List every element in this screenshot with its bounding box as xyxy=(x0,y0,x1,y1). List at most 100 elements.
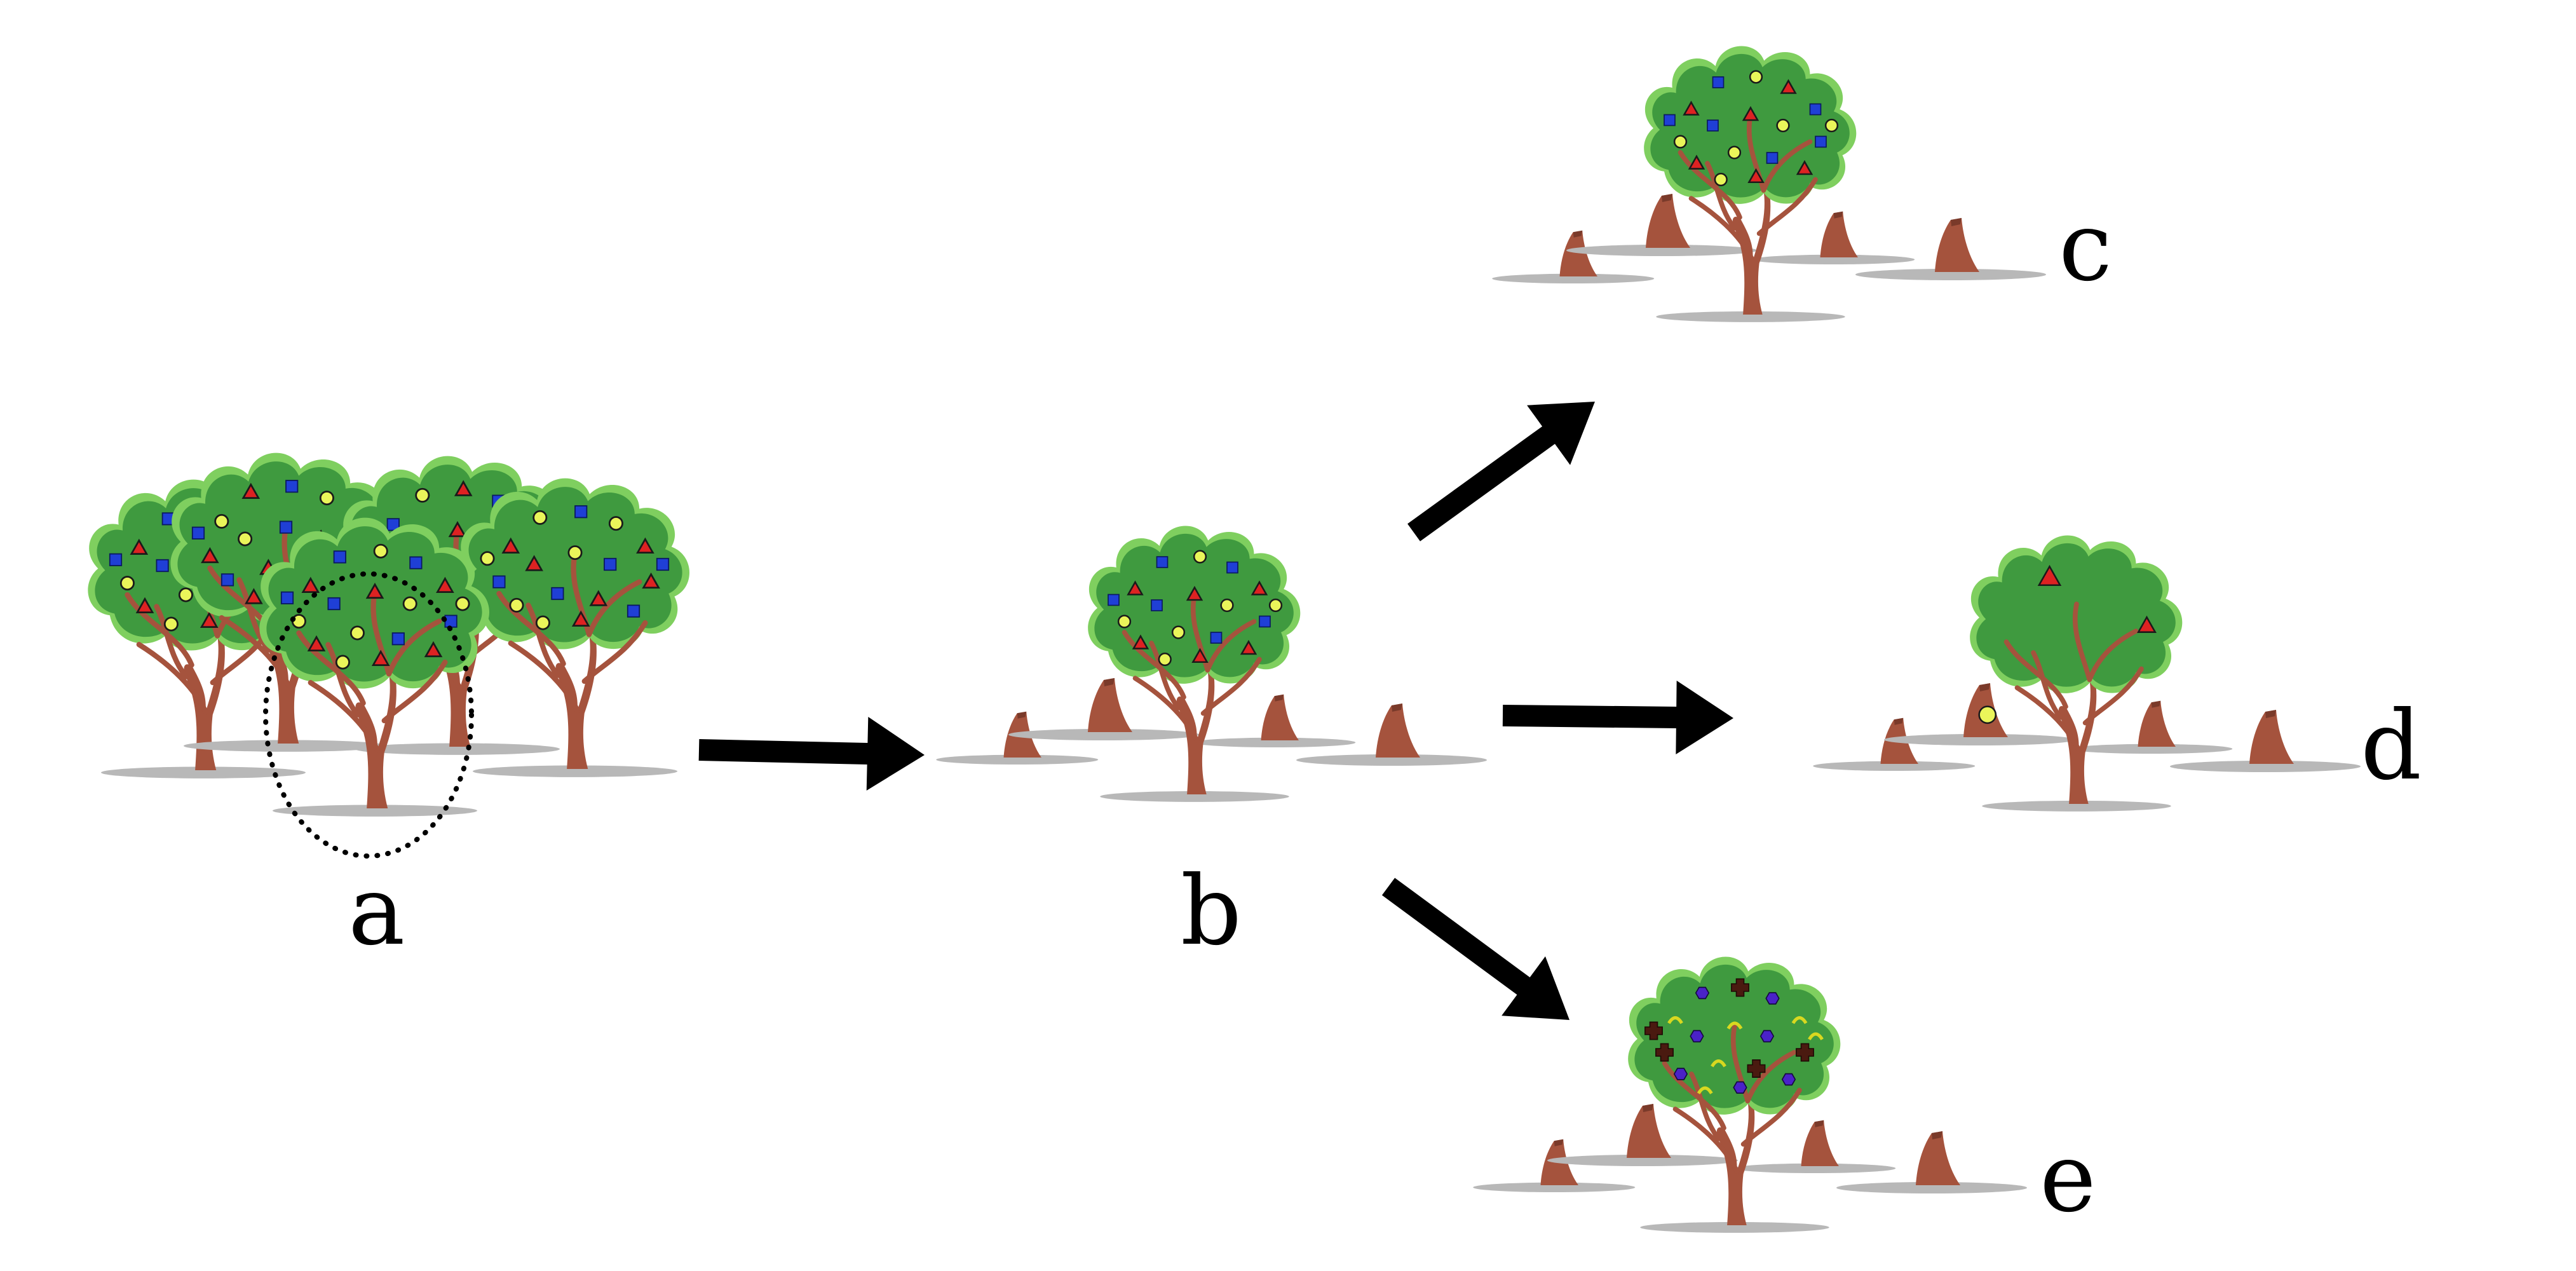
tree-stump-icon xyxy=(1884,683,2075,745)
circle-marker xyxy=(214,513,229,529)
arrow-b-to-c xyxy=(1407,402,1595,541)
ground-shadow xyxy=(1813,761,1976,771)
triangle-marker xyxy=(371,649,390,666)
square-marker xyxy=(492,575,506,588)
circle-marker xyxy=(1220,598,1234,613)
square-marker xyxy=(1259,615,1271,628)
ground-shadow xyxy=(1836,1182,2027,1193)
panel-label-b: b xyxy=(1181,856,1242,967)
triangle-marker xyxy=(2037,564,2062,587)
ground-shadow xyxy=(1566,245,1757,256)
circle-marker xyxy=(535,615,550,630)
square-marker xyxy=(191,526,205,540)
panel-label-d: d xyxy=(2361,691,2422,801)
triangle-marker xyxy=(365,582,384,599)
arrow-b-to-e xyxy=(1381,878,1569,1020)
panel-label-a: a xyxy=(348,856,405,967)
triangle-marker xyxy=(200,611,219,628)
circle-marker xyxy=(1158,652,1172,667)
circle-marker xyxy=(1117,615,1132,629)
ground-shadow xyxy=(1656,311,1845,322)
tree-stump-icon xyxy=(936,711,1099,765)
circle-marker xyxy=(349,625,365,641)
tree-stump-icon xyxy=(1813,717,1976,771)
triangle-marker xyxy=(589,590,608,606)
square-marker xyxy=(1815,135,1827,148)
ground-shadow xyxy=(1492,273,1655,284)
circle-marker xyxy=(1714,172,1728,187)
triangle-marker xyxy=(571,610,590,627)
square-marker xyxy=(551,587,564,601)
arrow-a-to-b xyxy=(698,716,925,791)
triangle-marker xyxy=(245,588,263,604)
triangle-marker xyxy=(642,572,660,589)
arrow-b-to-d xyxy=(1502,681,1733,755)
arc-marker xyxy=(1711,1059,1726,1068)
ground-shadow xyxy=(1193,737,1356,748)
panel-label-e: e xyxy=(2040,1123,2096,1234)
ground-shadow xyxy=(1640,1221,1829,1233)
arc-marker xyxy=(1667,1016,1683,1024)
hexagon-marker xyxy=(1695,986,1710,1000)
tree-stump-icon xyxy=(1008,678,1199,740)
ground-shadow xyxy=(1547,1155,1738,1166)
triangle-marker xyxy=(301,576,320,593)
ground-shadow xyxy=(1855,269,2046,280)
circle-marker xyxy=(178,587,193,602)
circle-marker xyxy=(1171,625,1186,639)
circle-marker xyxy=(319,491,334,506)
square-marker xyxy=(391,632,405,646)
cross-marker xyxy=(1644,1021,1663,1040)
square-marker xyxy=(1108,594,1120,606)
square-marker xyxy=(1156,556,1169,568)
triangle-marker xyxy=(1796,160,1813,175)
square-marker xyxy=(1712,76,1725,88)
triangle-marker xyxy=(2137,615,2157,633)
triangle-marker xyxy=(636,537,654,554)
circle-marker xyxy=(163,616,179,632)
panel-label-c: c xyxy=(2059,192,2112,302)
circle-marker xyxy=(509,597,524,613)
square-marker xyxy=(220,573,234,587)
arc-marker xyxy=(1697,1086,1713,1095)
tree-stump-icon xyxy=(1733,1120,1896,1174)
triangle-marker xyxy=(436,576,454,593)
square-marker xyxy=(409,556,423,569)
square-marker xyxy=(1707,119,1719,132)
arc-marker xyxy=(1808,1032,1824,1041)
arc-marker xyxy=(1791,1016,1808,1024)
square-marker xyxy=(333,550,346,564)
ground-shadow xyxy=(1008,729,1199,740)
triangle-marker xyxy=(307,635,326,651)
ground-shadow xyxy=(355,743,560,755)
square-marker xyxy=(1210,632,1223,644)
square-marker xyxy=(1809,103,1822,116)
circle-marker xyxy=(567,545,583,561)
square-marker xyxy=(279,520,293,534)
circle-marker xyxy=(1268,598,1283,613)
circle-marker xyxy=(402,596,417,611)
ground-shadow xyxy=(184,740,388,752)
cross-marker xyxy=(1655,1043,1674,1062)
square-marker xyxy=(627,604,641,618)
tree-e xyxy=(1628,956,1840,1233)
circle-marker xyxy=(1749,70,1763,84)
square-marker xyxy=(1766,152,1779,164)
hexagon-marker xyxy=(1781,1073,1796,1086)
triangle-marker xyxy=(1191,648,1209,663)
tree-stump-icon xyxy=(2070,700,2233,754)
circle-marker xyxy=(1824,118,1839,133)
tree-c xyxy=(1644,46,1856,322)
circle-marker xyxy=(1978,705,1997,724)
triangle-marker xyxy=(448,520,467,538)
circle-marker xyxy=(480,551,495,566)
circle-marker xyxy=(532,510,548,525)
ground-shadow xyxy=(1733,1163,1896,1174)
triangle-marker xyxy=(1683,100,1700,116)
ground-shadow xyxy=(1100,791,1289,802)
circle-marker xyxy=(608,516,623,531)
ground-shadow xyxy=(1982,800,2171,812)
triangle-marker xyxy=(130,538,149,555)
circle-marker xyxy=(1776,118,1790,133)
